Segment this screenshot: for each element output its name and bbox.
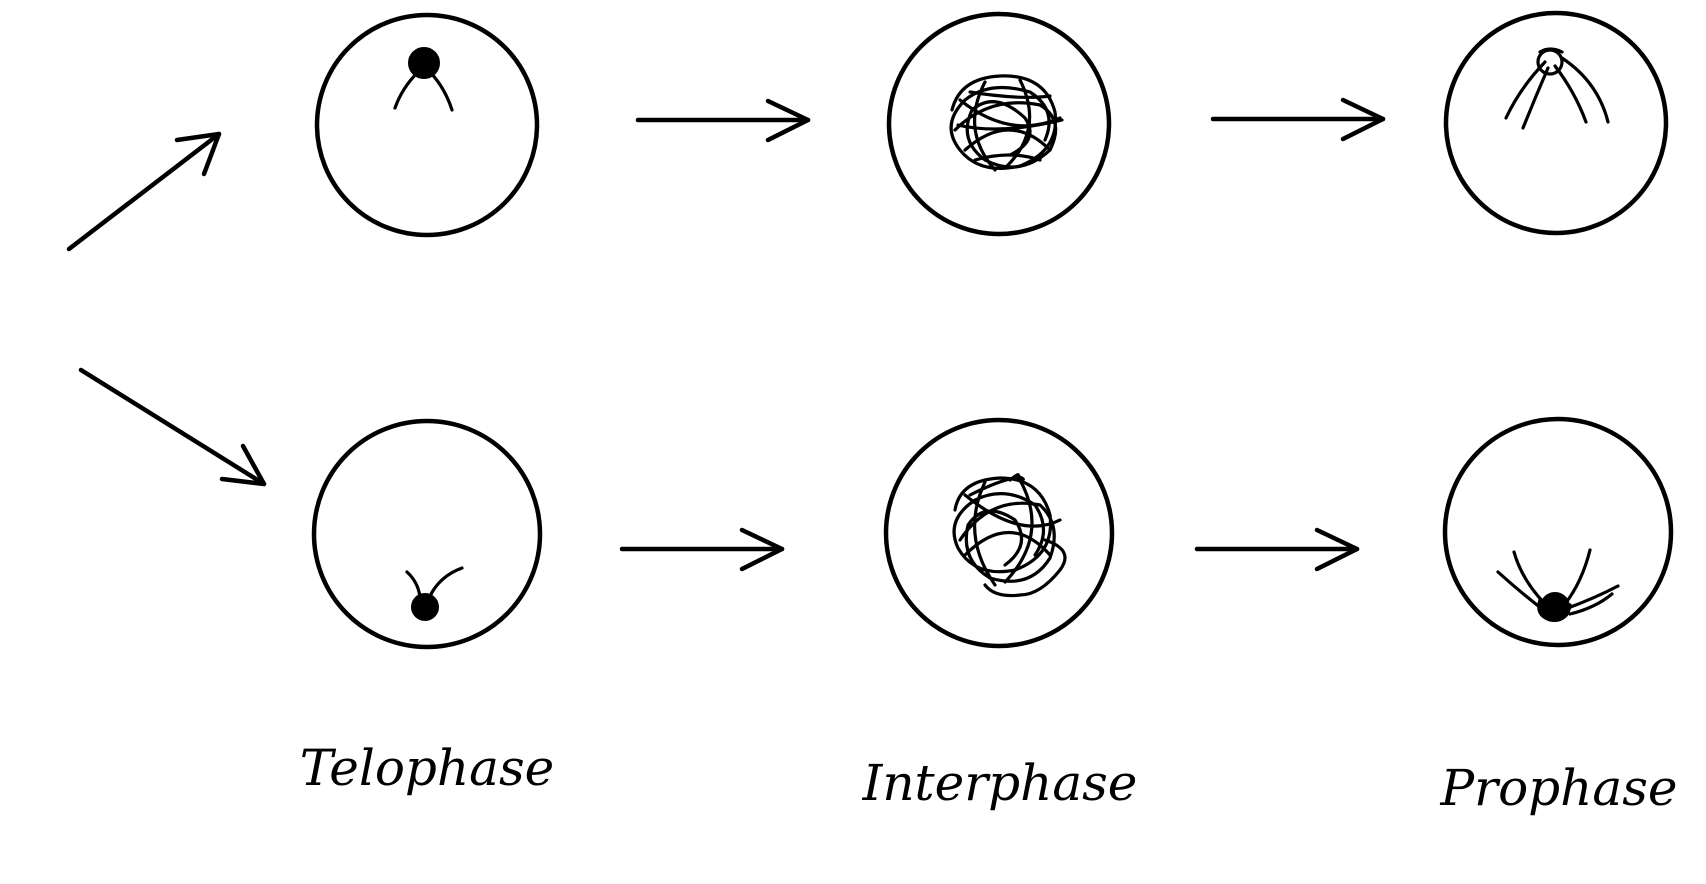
split-arrow-down [78, 367, 267, 487]
spindle-top [1504, 47, 1610, 130]
cell-prophase-bottom [1442, 416, 1674, 648]
label-telophase: Telophase [300, 739, 554, 797]
centrosome-top [393, 47, 454, 112]
arrow-interphase-to-prophase-bottom [1194, 527, 1360, 572]
split-arrow-up [66, 131, 222, 252]
arrow-interphase-to-prophase-top [1210, 97, 1386, 142]
cell-prophase-top [1443, 10, 1669, 236]
cell-interphase-bottom [883, 417, 1115, 649]
label-interphase: Interphase [862, 754, 1138, 812]
label-prophase: Prophase [1440, 759, 1678, 817]
cell-telophase-bottom [311, 418, 543, 650]
centrosome-bottom [405, 566, 464, 621]
chromatin-scribble-top [949, 74, 1064, 172]
arrow-telophase-to-interphase-bottom [619, 527, 785, 572]
spindle-bottom [1496, 548, 1620, 622]
arrow-telophase-to-interphase-top [635, 98, 811, 143]
cell-telophase-top [314, 12, 540, 238]
chromatin-scribble-bottom [952, 473, 1067, 598]
cell-interphase-top [886, 11, 1112, 237]
